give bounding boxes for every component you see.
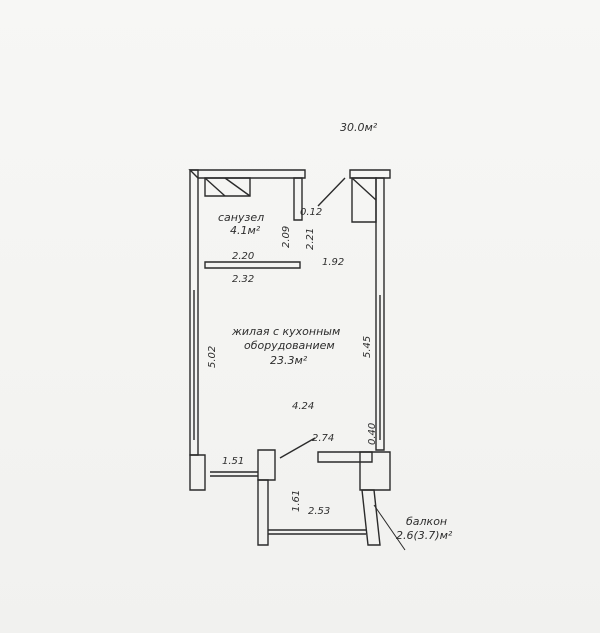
dim-0-12: 0.12 (300, 207, 323, 218)
dim-2-21: 2.21 (305, 227, 316, 250)
dim-2-53: 2.53 (308, 506, 331, 517)
wall-right (375, 177, 385, 451)
wall-top-left (188, 169, 306, 179)
wall-bottom-left (189, 454, 206, 491)
dim-5-45: 5.45 (362, 335, 373, 358)
living-area: 23.3м² (270, 354, 308, 367)
wall-partition-right (317, 451, 373, 463)
wall-pier-center (257, 449, 276, 481)
balcony-right (361, 489, 381, 546)
vent-shaft-left (204, 177, 251, 197)
dim-2-09: 2.09 (281, 225, 292, 248)
bathroom-area: 4.1м² (230, 224, 261, 237)
wall-bathroom-right (293, 177, 303, 221)
dim-4-24: 4.24 (292, 401, 315, 412)
balcony-left (257, 479, 269, 546)
dim-1-51: 1.51 (222, 456, 245, 467)
dim-1-61: 1.61 (291, 489, 302, 512)
wall-top-right (349, 169, 391, 179)
dim-0-40: 0.40 (367, 422, 378, 445)
balcony-name: балкон (406, 515, 448, 528)
dim-5-02: 5.02 (207, 345, 218, 368)
dim-2-20: 2.20 (232, 251, 255, 262)
bathroom-name: санузел (218, 211, 265, 224)
entrance-door (317, 177, 346, 207)
wall-bathroom-bottom (204, 261, 301, 269)
total-area-label: 30.0м² (340, 121, 378, 134)
dim-1-92: 1.92 (322, 257, 345, 268)
vent-shaft-right (351, 177, 377, 223)
balcony-leader (373, 504, 406, 551)
dim-2-32: 2.32 (232, 274, 255, 285)
dim-2-74: 2.74 (312, 433, 335, 444)
living-name-line1: жилая с кухонным (232, 325, 341, 338)
wall-pier-right (359, 451, 391, 491)
balcony-area: 2.6(3.7)м² (396, 529, 453, 542)
balcony-door (279, 437, 316, 459)
living-name-line2: оборудованием (244, 339, 335, 352)
